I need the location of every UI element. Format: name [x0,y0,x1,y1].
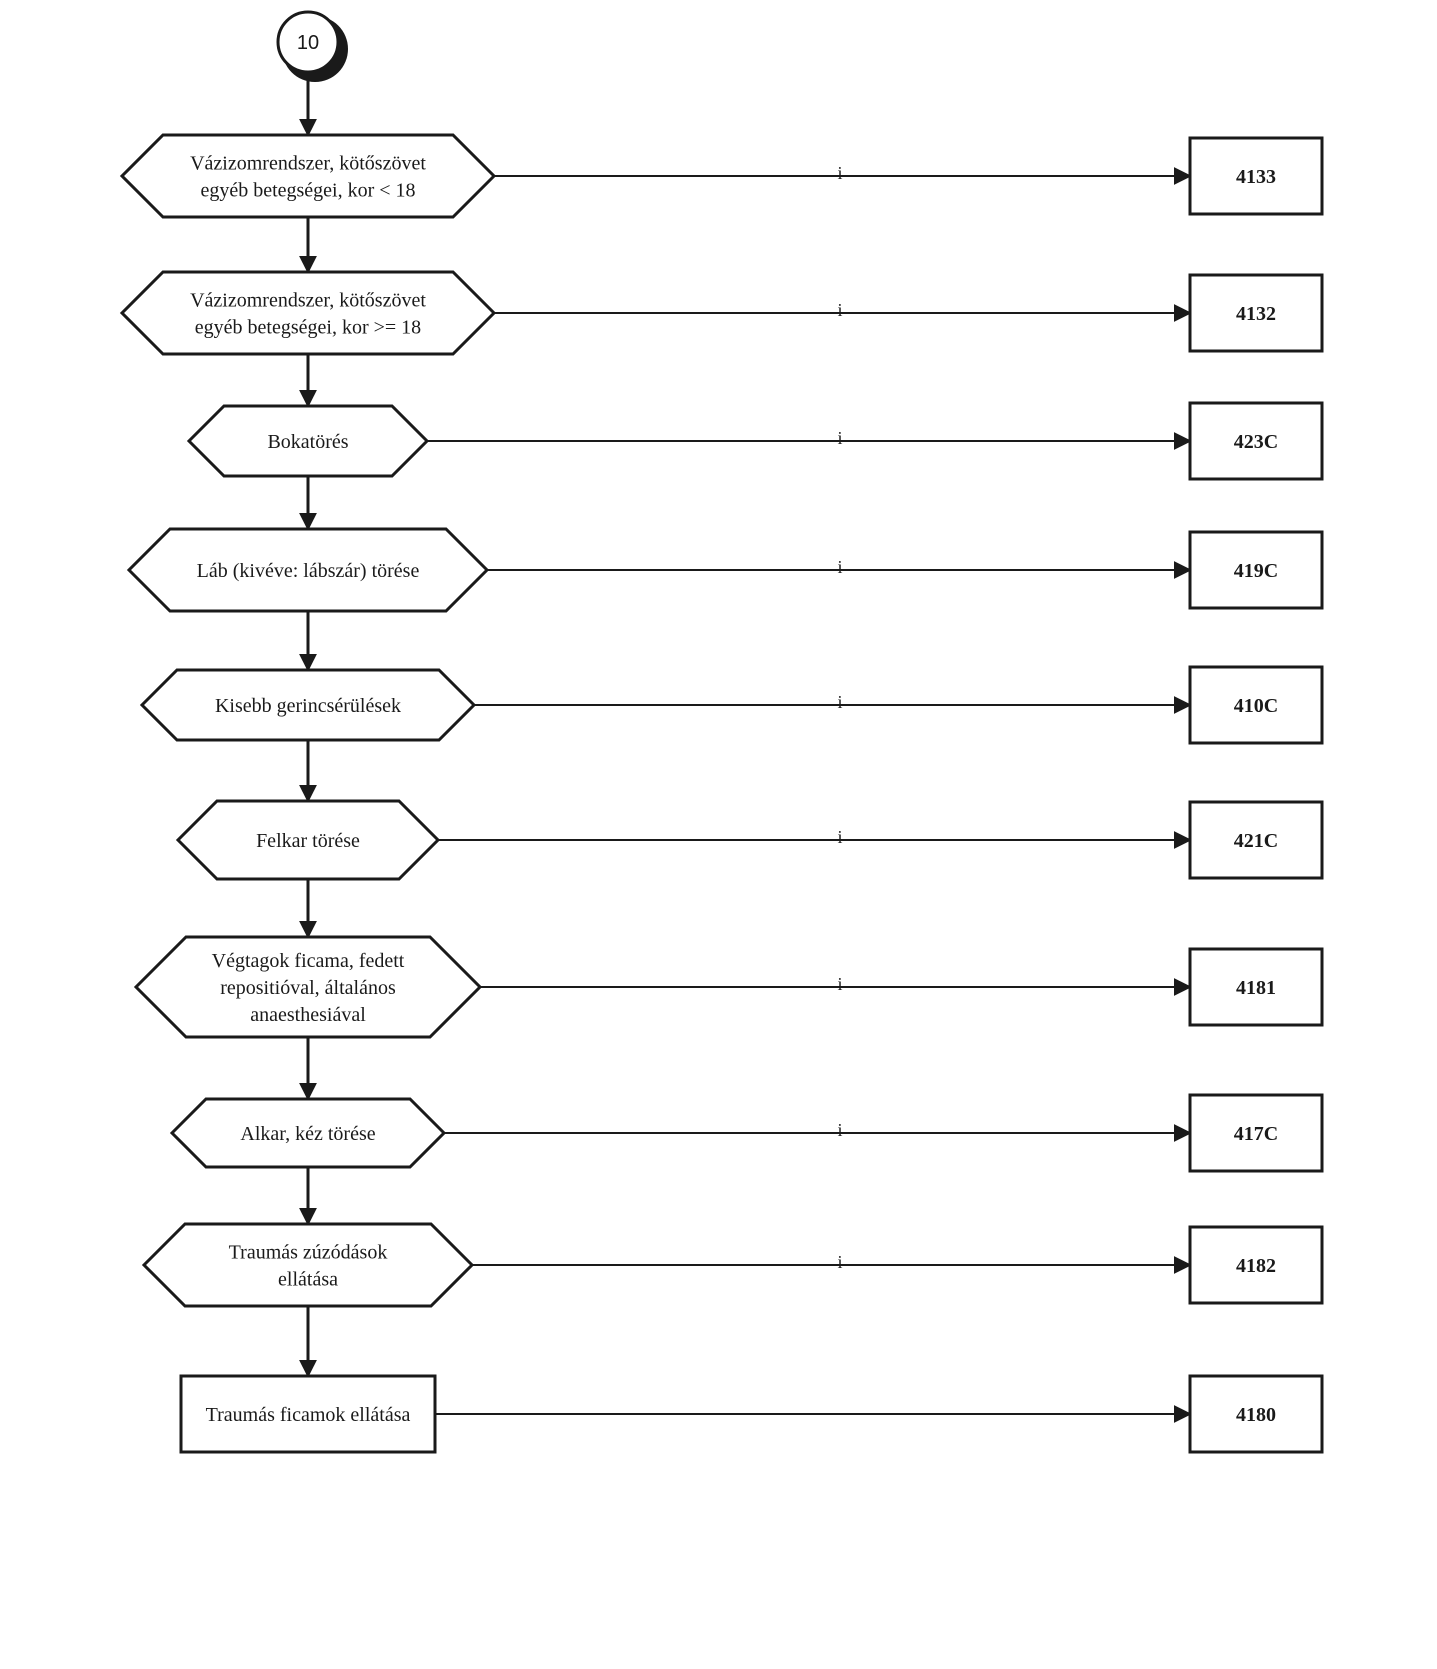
node-label-line: anaesthesiával [250,1004,366,1026]
result-code-box [1188,1225,1324,1305]
result-code-box [1188,800,1324,880]
node-label-line: egyéb betegségei, kor >= 18 [195,317,421,339]
result-code-label: 423C [1234,431,1278,453]
decision-node: Kisebb gerincsérülések i 410C [139,665,1324,745]
result-code-label: 421C [1234,830,1278,852]
result-code-box [1188,273,1324,353]
node-label-line: Bokatörés [267,431,348,453]
result-code-box [1188,401,1324,481]
hexagon-shape [139,668,477,742]
node-label-line: ellátása [278,1269,338,1291]
result-code-box [1188,665,1324,745]
result-code-box [1188,530,1324,610]
result-code-label: 4182 [1236,1255,1276,1277]
decision-node: Vázizomrendszer, kötőszövet egyéb betegsé… [119,133,1324,219]
result-code-label: 410C [1234,695,1278,717]
flow-nodes: Vázizomrendszer, kötőszövet egyéb betegsé… [119,74,1324,1454]
result-code-label: 4133 [1236,166,1276,188]
branch-label: i [837,1120,842,1140]
decision-node: Traumás zúzódások ellátása i 4182 [141,1222,1324,1308]
node-label-line: Vázizomrendszer, kötőszövet [190,153,426,175]
result-code-label: 419C [1234,560,1278,582]
branch-label: i [837,692,842,712]
hexagon-shape [169,1097,447,1169]
branch-label: i [837,827,842,847]
result-code-box [1188,947,1324,1027]
process-box [179,1374,437,1454]
node-label-line: Végtagok ficama, fedett [212,950,405,972]
node-label-line: Traumás ficamok ellátása [206,1404,411,1426]
branch-label: i [837,163,842,183]
hexagon-shape [175,799,441,881]
node-label-line: Traumás zúzódások [229,1242,388,1264]
decision-node: Láb (kivéve: lábszár) törése i 419C [126,527,1324,613]
decision-node: Felkar törése i 421C [175,799,1324,881]
hexagon-shape [141,1222,475,1308]
branch-label: i [837,1252,842,1272]
hexagon-shape [133,935,483,1039]
result-code-label: 4180 [1236,1404,1276,1426]
result-code-label: 4181 [1236,977,1276,999]
node-label-line: Alkar, kéz törése [240,1123,375,1145]
node-label-line: Láb (kivéve: lábszár) törése [197,560,420,582]
start-connector-label: 10 [297,32,319,54]
branch-label: i [837,300,842,320]
result-code-box [1188,136,1324,216]
branch-label: i [837,428,842,448]
hexagon-shape [186,404,430,478]
decision-node: Végtagok ficama, fedett repositióval, ált… [133,935,1324,1039]
hexagon-shape [126,527,490,613]
result-code-box [1188,1093,1324,1173]
node-label-line: repositióval, általános [220,977,396,999]
branch-label: i [837,974,842,994]
decision-node: Bokatörés i 423C [186,401,1324,481]
decision-node: Alkar, kéz törése i 417C [169,1093,1324,1173]
node-label-line: Vázizomrendszer, kötőszövet [190,290,426,312]
node-label-line: Kisebb gerincsérülések [215,695,401,717]
branch-label: i [837,557,842,577]
hexagon-shape [119,270,497,356]
node-label-line: egyéb betegségei, kor < 18 [200,180,415,202]
result-code-box [1188,1374,1324,1454]
node-label-line: Felkar törése [256,830,360,852]
result-code-label: 4132 [1236,303,1276,325]
start-connector: 10 [276,10,348,82]
decision-node: Traumás ficamok ellátása 4180 [179,1374,1324,1454]
result-code-label: 417C [1234,1123,1278,1145]
hexagon-shape [119,133,497,219]
decision-node: Vázizomrendszer, kötőszövet egyéb betegsé… [119,270,1324,356]
